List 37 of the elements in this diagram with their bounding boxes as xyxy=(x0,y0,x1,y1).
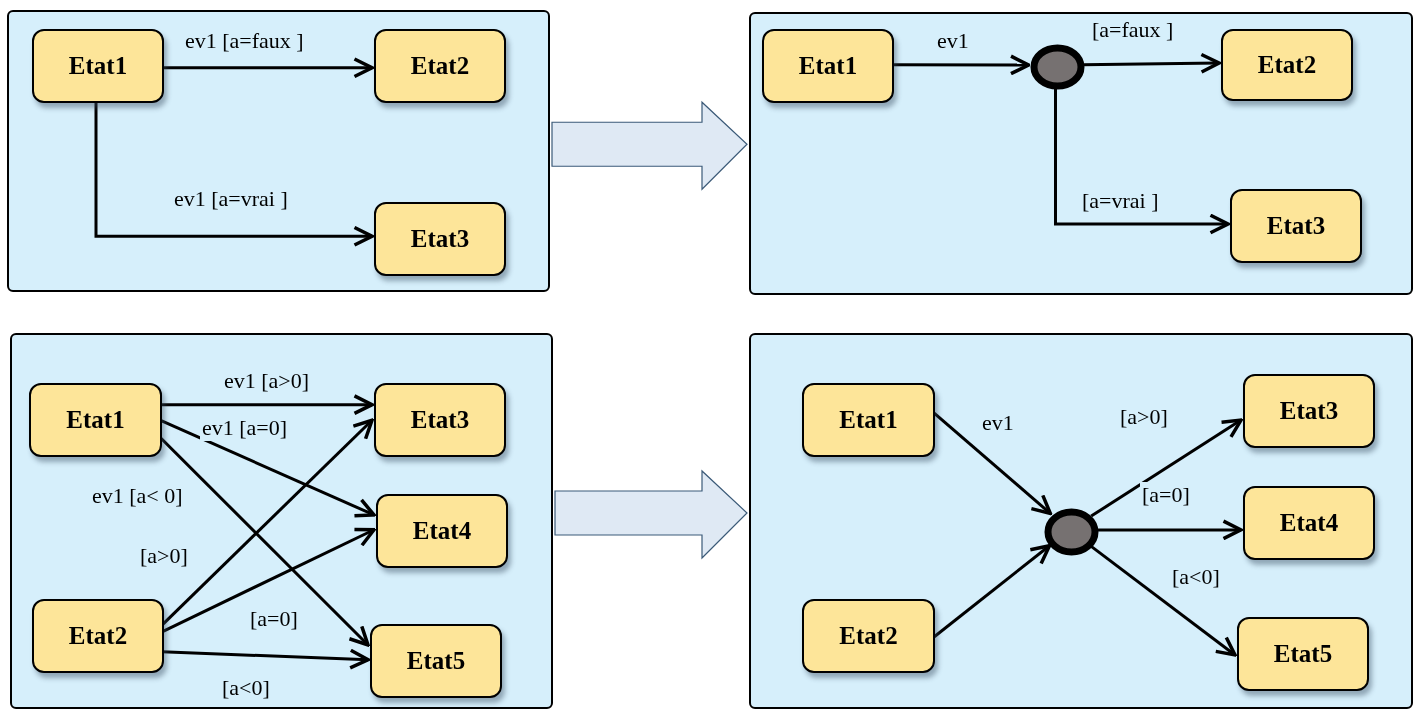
state-box: Etat3 xyxy=(374,202,506,276)
arrow xyxy=(1090,418,1243,518)
panel-background xyxy=(749,12,1413,295)
arrow xyxy=(161,648,370,670)
state-box: Etat1 xyxy=(802,383,935,457)
arrow xyxy=(94,101,374,247)
state-box: Etat3 xyxy=(374,383,506,457)
block-arrow xyxy=(551,100,748,191)
arrow xyxy=(159,418,376,518)
arrow xyxy=(162,57,374,79)
state-box: Etat2 xyxy=(802,599,935,673)
state-box: Etat5 xyxy=(1237,617,1369,691)
arrow xyxy=(160,394,374,416)
state-box: Etat2 xyxy=(1221,29,1353,101)
state-box: Etat3 xyxy=(1230,189,1362,263)
state-box: Etat1 xyxy=(762,29,894,103)
arrow xyxy=(932,410,1053,516)
state-box: Etat4 xyxy=(376,494,508,568)
state-box: Etat4 xyxy=(1243,486,1375,560)
state-box: Etat3 xyxy=(1243,374,1375,448)
block-arrow xyxy=(554,469,748,560)
panel-background xyxy=(749,333,1413,709)
arrow xyxy=(161,527,376,634)
state-box: Etat2 xyxy=(32,599,164,673)
arrow xyxy=(1089,544,1237,657)
arrow xyxy=(892,54,1031,76)
edge-label: [a=0] xyxy=(1140,482,1192,508)
arrow xyxy=(1096,519,1243,541)
panel-background xyxy=(7,10,550,292)
state-box: Etat1 xyxy=(32,29,164,103)
state-box: Etat1 xyxy=(29,383,162,457)
arrow xyxy=(1082,52,1221,74)
panel-background xyxy=(10,333,553,709)
arrow xyxy=(1054,87,1230,235)
state-box: Etat2 xyxy=(374,29,506,103)
state-box: Etat5 xyxy=(370,624,502,698)
arrow xyxy=(932,544,1052,639)
